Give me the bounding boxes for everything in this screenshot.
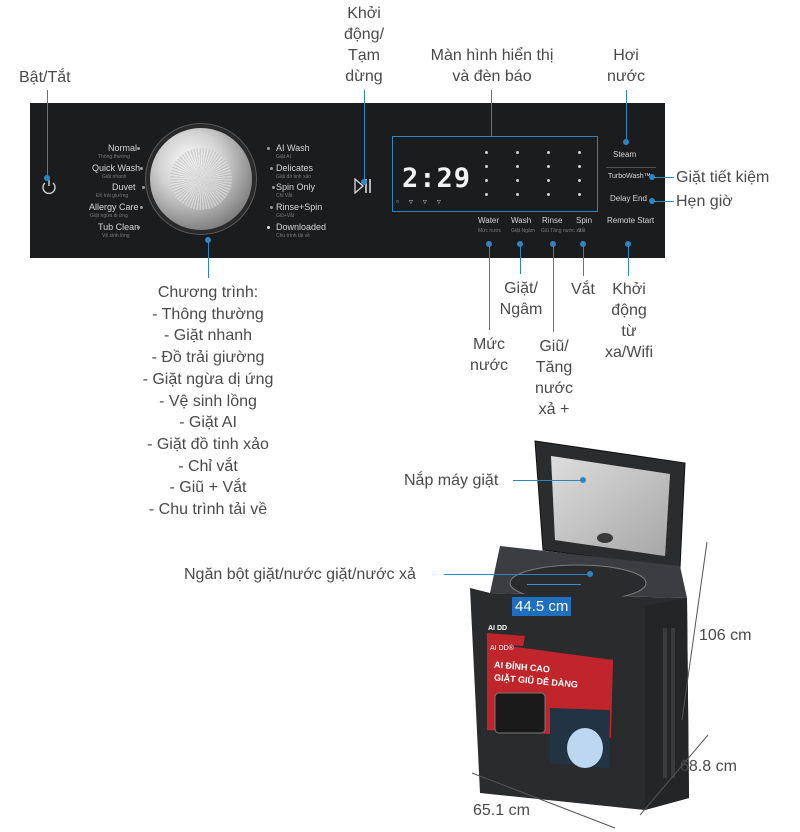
program-allergy-care[interactable]: Allergy Care (89, 202, 139, 212)
program-ai-wash[interactable]: AI Wash (276, 143, 310, 153)
program-delicates[interactable]: Delicates (276, 163, 314, 173)
callout-remote: Khởi động từ xa/Wifi (605, 281, 653, 361)
spin-sub: Vắt (578, 228, 586, 234)
time-display: 2:29 (402, 163, 472, 194)
program-rinse-spin-sub: Giũ+Vắt (276, 213, 295, 219)
spin-button[interactable]: Spin (576, 216, 593, 225)
program-normal[interactable]: Normal (108, 143, 138, 153)
program-duvet[interactable]: Duvet (112, 182, 136, 192)
callout-rinse: Giũ/ Tăng nước xả + (534, 338, 574, 418)
turbowash-button[interactable]: TurboWash™ (608, 173, 651, 180)
display-highlight (392, 136, 598, 212)
callout-dispenser: Ngăn bột giặt/nước giặt/nước xả (184, 566, 416, 583)
program-downloaded-sub: Chu trình tải về (276, 233, 310, 239)
callout-start-pause: Khởi động/ Tạm dừng (343, 5, 385, 85)
program-quick-wash-sub: Giặt nhanh (102, 174, 127, 180)
program-dial[interactable] (150, 128, 252, 230)
callout-lid: Nắp máy giặt (404, 472, 499, 489)
dimension-lines (471, 541, 709, 829)
callout-timer: Hẹn giờ (676, 193, 733, 210)
program-rinse-spin[interactable]: Rinse+Spin (276, 202, 323, 212)
dimension-depth: 68.8 cm (680, 758, 737, 775)
dimension-height: 106 cm (699, 627, 752, 644)
steam-button[interactable]: Steam (613, 150, 637, 159)
power-icon (42, 180, 56, 195)
water-button[interactable]: Water (478, 216, 500, 225)
program-tub-clean-sub: Vệ sinh lồng (102, 233, 130, 239)
program-downloaded[interactable]: Downloaded (276, 222, 327, 232)
promo-brand: AI DD® (490, 645, 514, 652)
program-allergy-care-sub: Giặt ngừa dị ứng (90, 213, 128, 219)
remote-start-button[interactable]: Remote Start (607, 216, 655, 225)
rinse-button[interactable]: Rinse (542, 216, 563, 225)
power-button[interactable] (40, 178, 58, 196)
program-duvet-sub: Đồ trải giường (96, 193, 129, 199)
callout-steam: Hơi nước (606, 47, 646, 85)
dimension-width: 65.1 cm (473, 802, 530, 819)
wash-sub: Giặt Ngâm (511, 228, 535, 234)
program-quick-wash[interactable]: Quick Wash (92, 163, 141, 173)
program-delicates-sub: Giặt đồ tinh xảo (276, 174, 312, 180)
program-ai-wash-sub: Giặt AI (276, 154, 292, 160)
tub-diameter-arrow (527, 584, 581, 585)
delay-end-button[interactable]: Delay End (610, 194, 647, 203)
steam-divider (606, 167, 656, 168)
tub-diameter-label: 44.5 cm (512, 597, 572, 616)
program-spin-only-sub: Chỉ Vắt (276, 193, 293, 199)
program-normal-sub: Thông thường (98, 154, 130, 160)
rinse-sub: Giũ Tăng nước xả (541, 228, 582, 234)
callout-wash-soak: Giặt/ Ngâm (499, 280, 543, 318)
callout-display: Màn hình hiển thị và đèn báo (430, 47, 554, 85)
status-icons: ▫▿▿▿ (396, 197, 451, 206)
control-panel: Normal Thông thường Quick Wash Giặt nhan… (30, 103, 665, 258)
callout-power: Bật/Tắt (19, 69, 71, 86)
callout-spin: Vắt (570, 281, 595, 298)
program-spin-only[interactable]: Spin Only (276, 182, 316, 192)
callout-eco-wash: Giặt tiết kiệm (676, 169, 770, 186)
program-tub-clean[interactable]: Tub Clean (98, 222, 140, 232)
callout-water-level: Mức nước (469, 336, 509, 374)
wash-button[interactable]: Wash (511, 216, 532, 225)
program-list: Chương trình: - Thông thường - Giặt nhan… (142, 284, 274, 519)
water-sub: Mức nước (478, 228, 502, 234)
promo-tag: AI DD (488, 625, 508, 632)
